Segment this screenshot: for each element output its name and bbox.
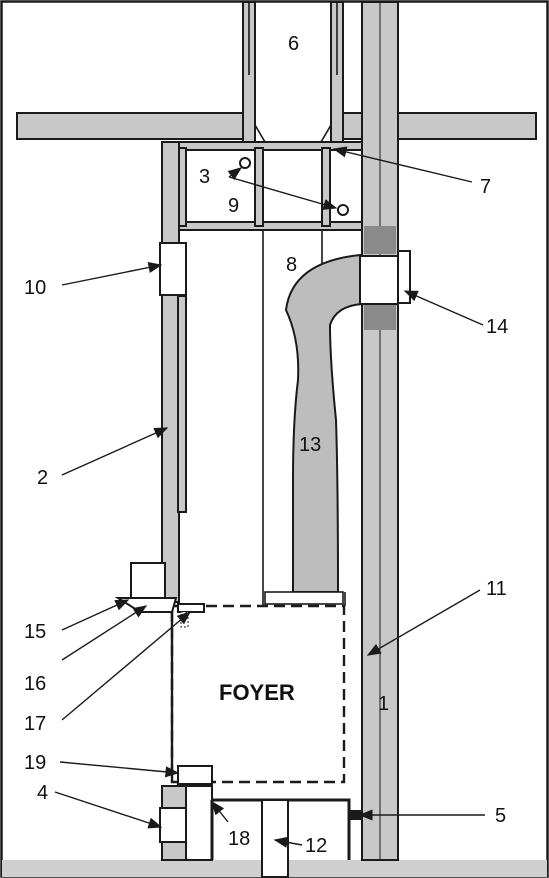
callout-1: 1 <box>378 693 389 715</box>
part-19 <box>177 765 213 785</box>
wall-sleeve-top <box>364 226 396 254</box>
panel-2 <box>161 141 180 603</box>
hood-post-right <box>321 147 331 227</box>
callout-8: 8 <box>286 254 297 276</box>
callout-7: 7 <box>480 176 491 198</box>
bracket-10 <box>159 242 187 296</box>
vent-hole-upper <box>239 157 251 169</box>
callout-3: 3 <box>199 166 210 188</box>
duct-collar-14 <box>359 255 399 305</box>
hood-bottom-rail <box>177 221 363 231</box>
part-15-box <box>130 562 166 600</box>
foyer-box <box>170 604 346 784</box>
callout-10: 10 <box>24 277 46 299</box>
callout-19: 18 <box>228 828 250 850</box>
callout-14: 14 <box>486 316 508 338</box>
stand-4-clip <box>159 807 189 843</box>
callout-2: 2 <box>37 467 48 489</box>
callout-17: 17 <box>24 713 46 735</box>
tube-joint <box>264 591 344 605</box>
callout-6: 6 <box>288 33 299 55</box>
callout-13: 13 <box>299 434 321 456</box>
fixing-5 <box>349 810 363 820</box>
callout-4: 4 <box>37 782 48 804</box>
ceiling-slab-left <box>16 112 251 140</box>
flexible-duct-13 <box>284 253 364 593</box>
duct-cap-14 <box>397 250 411 304</box>
air-inlet-12 <box>261 799 289 878</box>
vent-hole-lower <box>337 204 349 216</box>
callout-18: 19 <box>24 752 46 774</box>
callout-9: 9 <box>228 195 239 217</box>
callout-16: 16 <box>24 673 46 695</box>
callout-11: 11 <box>486 578 507 600</box>
callout-12: 12 <box>305 835 327 857</box>
panel-2-inner <box>177 295 187 513</box>
wall-sleeve-bottom <box>364 304 396 330</box>
base-left <box>185 785 213 861</box>
callout-15: 15 <box>24 621 46 643</box>
callout-5: 5 <box>495 805 506 827</box>
part-17-plate <box>177 603 205 613</box>
foyer-label: FOYER <box>219 680 295 705</box>
